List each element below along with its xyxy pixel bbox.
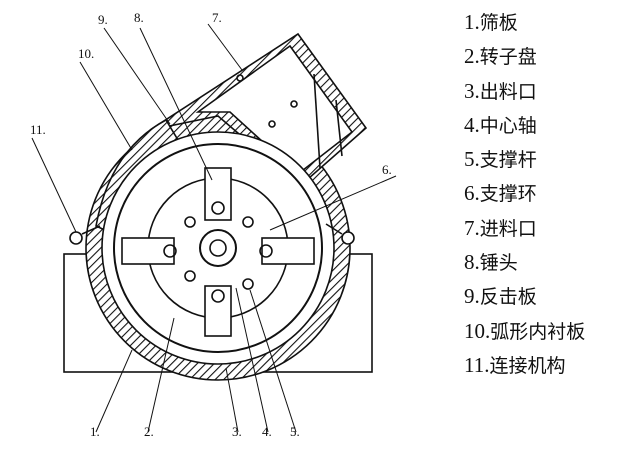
callout-label-8: 8.	[134, 10, 144, 25]
legend-item: 9.反击板	[464, 284, 636, 318]
hammer	[121, 237, 175, 265]
legend-item: 3.出料口	[464, 79, 636, 113]
center-shaft	[199, 229, 237, 267]
legend-item-number: 11.	[464, 352, 490, 377]
legend-item-name: 转子盘	[479, 46, 537, 69]
legend-item-number: 4.	[464, 112, 480, 137]
legend-item-name: 进料口	[479, 217, 537, 240]
hammer	[204, 167, 232, 221]
legend-item-number: 6.	[464, 181, 480, 206]
legend-item-number: 9.	[464, 284, 480, 309]
legend-item: 8.锤头	[464, 250, 636, 284]
callout-label-9: 9.	[98, 12, 108, 27]
link-mechanism-left	[69, 231, 83, 245]
legend-item-name: 出料口	[479, 80, 537, 103]
legend-item: 6.支撑环	[464, 181, 636, 215]
callout-label-1: 1.	[90, 424, 100, 439]
hammer	[261, 237, 315, 265]
legend-item-number: 3.	[464, 78, 480, 103]
hammer-crusher-diagram: 1. 2. 3. 4. 5. 6. 7. 8. 9. 10. 11.	[30, 10, 397, 439]
link-mechanism-right	[341, 231, 355, 245]
legend-item-number: 5.	[464, 147, 480, 172]
callout-label-2: 2.	[144, 424, 154, 439]
legend-item: 11.连接机构	[464, 353, 636, 387]
legend-item-name: 筛板	[479, 12, 518, 34]
legend-item-name: 锤头	[479, 252, 518, 275]
legend-item: 10.弧形内衬板	[464, 319, 636, 353]
callout-label-10: 10.	[78, 46, 94, 61]
legend-item-name: 反击板	[479, 286, 537, 309]
legend-item: 7.进料口	[464, 216, 636, 250]
feed-inlet	[195, 44, 354, 176]
legend-item-name: 中心轴	[479, 114, 537, 137]
legend-item-number: 8.	[464, 250, 480, 275]
legend-item: 4.中心轴	[464, 113, 636, 147]
legend-item-name: 弧形内衬板	[490, 320, 586, 343]
callout-label-5: 5.	[290, 424, 300, 439]
hammer	[204, 285, 232, 337]
legend-item-name: 支撑环	[479, 183, 537, 206]
legend-item-number: 1.	[464, 10, 480, 34]
legend-item-name: 连接机构	[489, 354, 566, 377]
legend-item: 2.转子盘	[464, 44, 636, 78]
legend-item: 1.筛板	[464, 10, 636, 44]
legend-item-number: 7.	[464, 215, 480, 240]
legend-item-number: 10.	[464, 318, 491, 343]
legend-item-number: 2.	[464, 44, 480, 69]
legend-item: 5.支撑杆	[464, 147, 636, 181]
callout-label-11: 11.	[30, 122, 46, 137]
callout-label-4: 4.	[262, 424, 272, 439]
callout-label-7: 7.	[212, 10, 222, 25]
callout-label-3: 3.	[232, 424, 242, 439]
legend-item-name: 支撑杆	[479, 149, 537, 172]
callout-label-6: 6.	[382, 162, 392, 177]
